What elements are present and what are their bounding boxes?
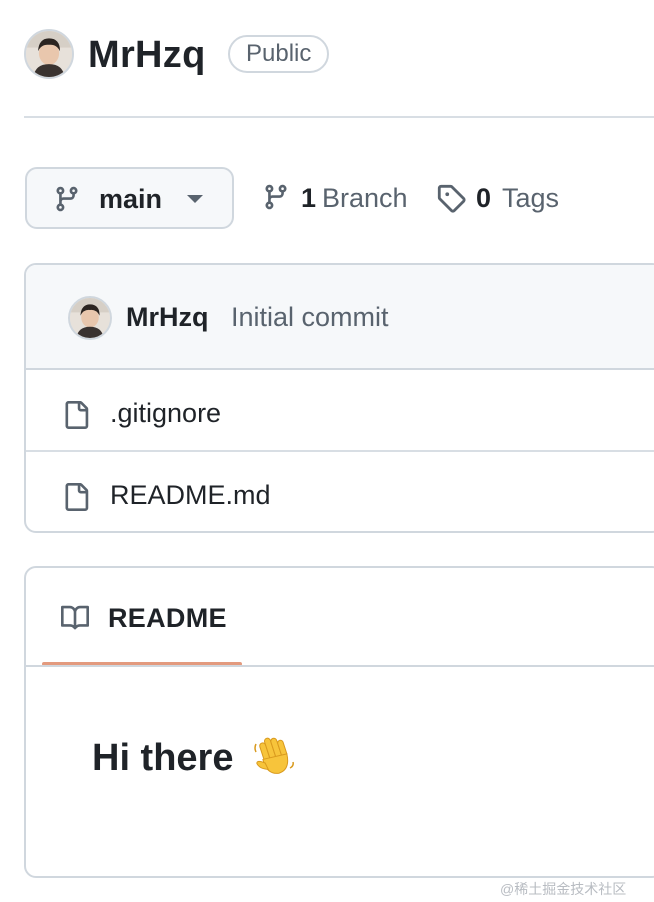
commit-author-link[interactable]: MrHzq <box>126 302 209 332</box>
tag-count-label: Tags <box>502 183 560 213</box>
file-icon <box>65 483 89 511</box>
book-icon <box>61 605 90 630</box>
git-branch-icon <box>265 184 287 210</box>
readme-box: README Hi there <box>24 566 654 878</box>
file-name-link[interactable]: README.md <box>110 480 271 510</box>
readme-heading: Hi there <box>92 734 296 781</box>
file-row[interactable]: .gitignore <box>26 370 654 452</box>
readme-divider <box>26 665 654 667</box>
file-icon <box>65 401 89 429</box>
branch-count: 1 <box>301 183 317 213</box>
branch-select-button[interactable]: main <box>25 167 234 229</box>
active-tab-underline <box>42 662 242 666</box>
visibility-badge: Public <box>228 35 330 73</box>
tag-count: 0 <box>476 183 492 213</box>
file-list-box: MrHzq Initial commit .gitignore README.m… <box>24 263 654 533</box>
file-name-link[interactable]: .gitignore <box>110 398 222 428</box>
current-branch-label: main <box>99 184 163 214</box>
tab-readme[interactable]: README <box>42 568 242 666</box>
latest-commit-bar: MrHzq Initial commit <box>26 265 654 370</box>
avatar-image <box>70 298 110 338</box>
tag-icon <box>437 184 466 213</box>
avatar-image <box>26 31 72 77</box>
watermark: @稀土掘金技术社区 <box>500 881 627 897</box>
waving-hand-icon <box>254 737 294 774</box>
readme-heading-text: Hi there <box>92 737 234 779</box>
repo-owner-title[interactable]: MrHzq <box>88 34 206 76</box>
caret-down-icon <box>187 195 203 203</box>
owner-avatar[interactable] <box>24 29 74 79</box>
branch-count-label: Branch <box>322 183 408 213</box>
readme-tab-label: README <box>108 603 227 633</box>
commit-author-avatar[interactable] <box>68 296 112 340</box>
git-branch-icon <box>56 186 78 212</box>
header-divider <box>24 116 654 118</box>
file-row[interactable]: README.md <box>26 452 654 531</box>
commit-message-link[interactable]: Initial commit <box>231 302 389 332</box>
